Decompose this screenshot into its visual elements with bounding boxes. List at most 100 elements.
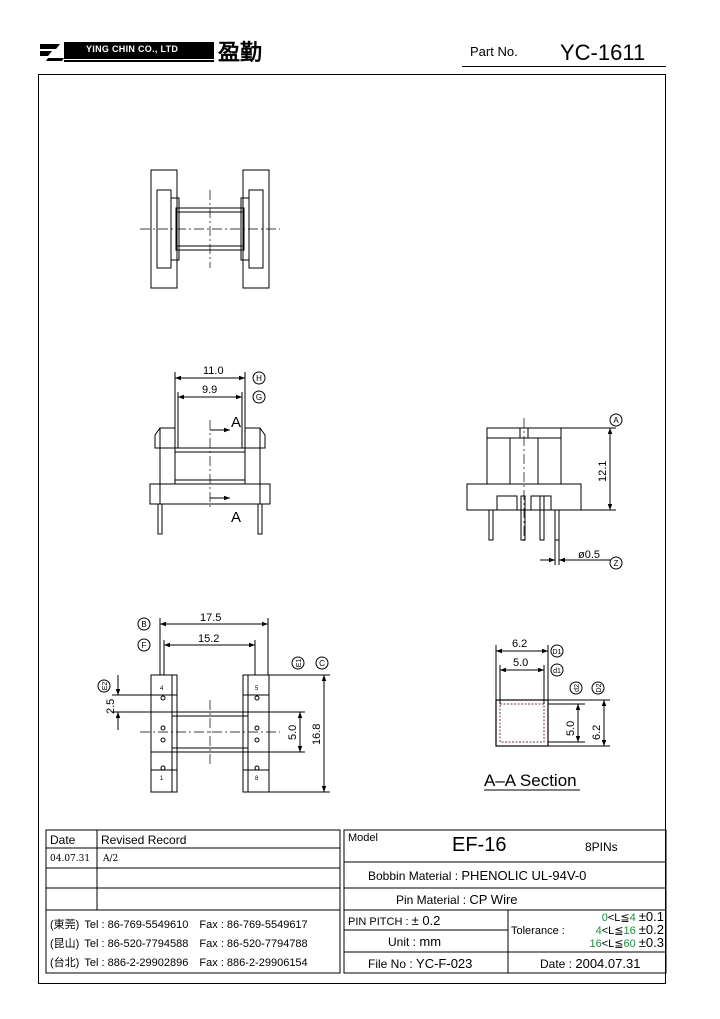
callout-d1-upper: D1: [553, 649, 562, 656]
tol-hi: 60: [623, 938, 636, 950]
callout-circles: [97, 371, 623, 695]
contact-fax: Fax : 86-769-5549617: [199, 919, 308, 931]
dim-17-5: 17.5: [200, 612, 221, 624]
contact-row-2: (昆山) Tel : 86-520-7794588 Fax : 86-520-7…: [50, 935, 308, 951]
dim-pin-diameter: ø0.5: [578, 549, 600, 561]
company-logo: [38, 38, 64, 62]
drawing-frame: [38, 74, 666, 984]
tol-mid: <L≦: [607, 912, 630, 924]
callout-c: C: [319, 659, 325, 668]
unit-value: mm: [419, 934, 442, 949]
file-no: File No : YC-F-023: [368, 956, 472, 971]
file-no-value: YC-F-023: [416, 956, 473, 971]
contact-tel: Tel : 886-2-29902896: [84, 957, 189, 969]
bottom-view: [112, 618, 330, 793]
dim-11-0: 11.0: [203, 365, 224, 377]
callout-a: A: [613, 416, 619, 425]
callout-e1: E1: [296, 659, 303, 668]
part-no-underline: [462, 66, 666, 67]
pin-number-4: 4: [160, 686, 164, 692]
logo-mark-icon: [40, 44, 64, 61]
callout-f: F: [142, 641, 147, 650]
pin-material: Pin Material : CP Wire: [396, 892, 518, 907]
callout-b: B: [141, 620, 146, 629]
dim-5-0-section: 5.0: [513, 657, 528, 669]
pin-number-8: 8: [255, 776, 259, 782]
model-label: Model: [348, 832, 378, 844]
pin-pitch-value: ± 0.2: [411, 913, 441, 928]
front-view: [149, 372, 271, 535]
company-underline: [64, 60, 214, 62]
tol-lo: 4: [595, 925, 602, 937]
pin-material-value: CP Wire: [469, 892, 518, 907]
contact-tel: Tel : 86-769-5549610: [84, 919, 189, 931]
tol-value: ±0.3: [638, 935, 664, 950]
dim-12-1: 12.1: [597, 461, 609, 482]
dim-6-2-side: 6.2: [591, 725, 603, 740]
company-name-en: YING CHIN CO., LTD: [86, 44, 179, 54]
section-title: A–A Section: [484, 771, 577, 790]
pin-number-1: 1: [160, 776, 164, 782]
dim-5-0-side: 5.0: [565, 721, 577, 736]
pin-material-label: Pin Material :: [396, 893, 467, 907]
side-view: [466, 418, 616, 565]
rev-record-header: Revised Record: [101, 833, 187, 847]
tol-mid: <L≦: [601, 938, 624, 950]
dim-9-9: 9.9: [202, 384, 217, 396]
pin-count: 8PINs: [585, 840, 618, 854]
callout-d1-lower: d1: [553, 668, 561, 675]
contact-row-1: (東莞) Tel : 86-769-5549610 Fax : 86-769-5…: [50, 916, 308, 932]
tol-hi: 16: [623, 925, 636, 937]
tol-value: ±0.1: [638, 909, 664, 924]
tolerance-row: 0<L≦4 ±0.1: [570, 909, 664, 924]
dim-6-2-top: 6.2: [512, 638, 527, 650]
bobbin-material: Bobbin Material : PHENOLIC UL-94V-0: [368, 868, 586, 883]
technical-drawing: 11.0 9.9 17.5 15.2 2.5 5.0 16.8 12.1 ø0.…: [97, 169, 623, 793]
callout-d2-upper: D2: [596, 683, 603, 692]
section-arrow-label-top: A: [231, 414, 241, 431]
tolerance-row: 4<L≦16 ±0.2: [570, 922, 664, 937]
tol-lo: 0: [601, 912, 608, 924]
callout-g: G: [256, 393, 262, 402]
contact-fax: Fax : 86-520-7794788: [199, 938, 308, 950]
company-name-cn: 盈勤: [218, 40, 263, 66]
unit-label: Unit :: [388, 935, 417, 949]
part-no-value: YC-1611: [560, 40, 646, 65]
part-no-label: Part No.: [470, 44, 518, 59]
tolerance-label: Tolerance :: [511, 925, 565, 937]
contact-loc: (昆山): [50, 938, 80, 950]
contact-tel: Tel : 86-520-7794588: [84, 938, 189, 950]
bobbin-material-value: PHENOLIC UL-94V-0: [461, 868, 587, 883]
unit: Unit : mm: [388, 934, 441, 949]
callout-h: H: [256, 374, 262, 383]
date-value: 2004.07.31: [575, 956, 641, 971]
callout-e2: E2: [102, 682, 109, 691]
bobbin-material-label: Bobbin Material :: [368, 869, 459, 883]
model-value: EF-16: [452, 834, 507, 856]
file-no-label: File No :: [368, 957, 413, 971]
company-banner: YING CHIN CO., LTD: [64, 42, 214, 59]
contact-fax: Fax : 886-2-29906154: [199, 957, 308, 969]
tolerance-table: 0<L≦4 ±0.1 4<L≦16 ±0.2 16<L≦60 ±0.3: [570, 909, 664, 950]
dim-5-0-bottom: 5.0: [287, 725, 299, 740]
section-a-a-view: [484, 645, 610, 791]
section-arrow-label-bottom: A: [231, 509, 241, 526]
tol-lo: 16: [589, 938, 602, 950]
top-view: [140, 169, 280, 289]
tol-mid: <L≦: [601, 925, 624, 937]
pin-holes: [160, 695, 260, 771]
dim-15-2: 15.2: [198, 633, 219, 645]
rev-date-header: Date: [50, 833, 76, 847]
pin-pitch: PIN PITCH : ± 0.2: [348, 913, 440, 928]
rev-row-1-date: 04.07.31: [50, 854, 91, 864]
contact-row-3: (台北) Tel : 886-2-29902896 Fax : 886-2-29…: [50, 954, 308, 970]
tol-value: ±0.2: [638, 922, 664, 937]
pin-pitch-label: PIN PITCH :: [348, 916, 409, 928]
tolerance-row: 16<L≦60 ±0.3: [570, 935, 664, 950]
rev-row-1-record: A/2: [103, 854, 119, 864]
pin-number-5: 5: [255, 686, 259, 692]
dim-2-5: 2.5: [105, 699, 117, 714]
contact-loc: (台北): [50, 957, 80, 969]
date-label: Date :: [540, 957, 573, 971]
